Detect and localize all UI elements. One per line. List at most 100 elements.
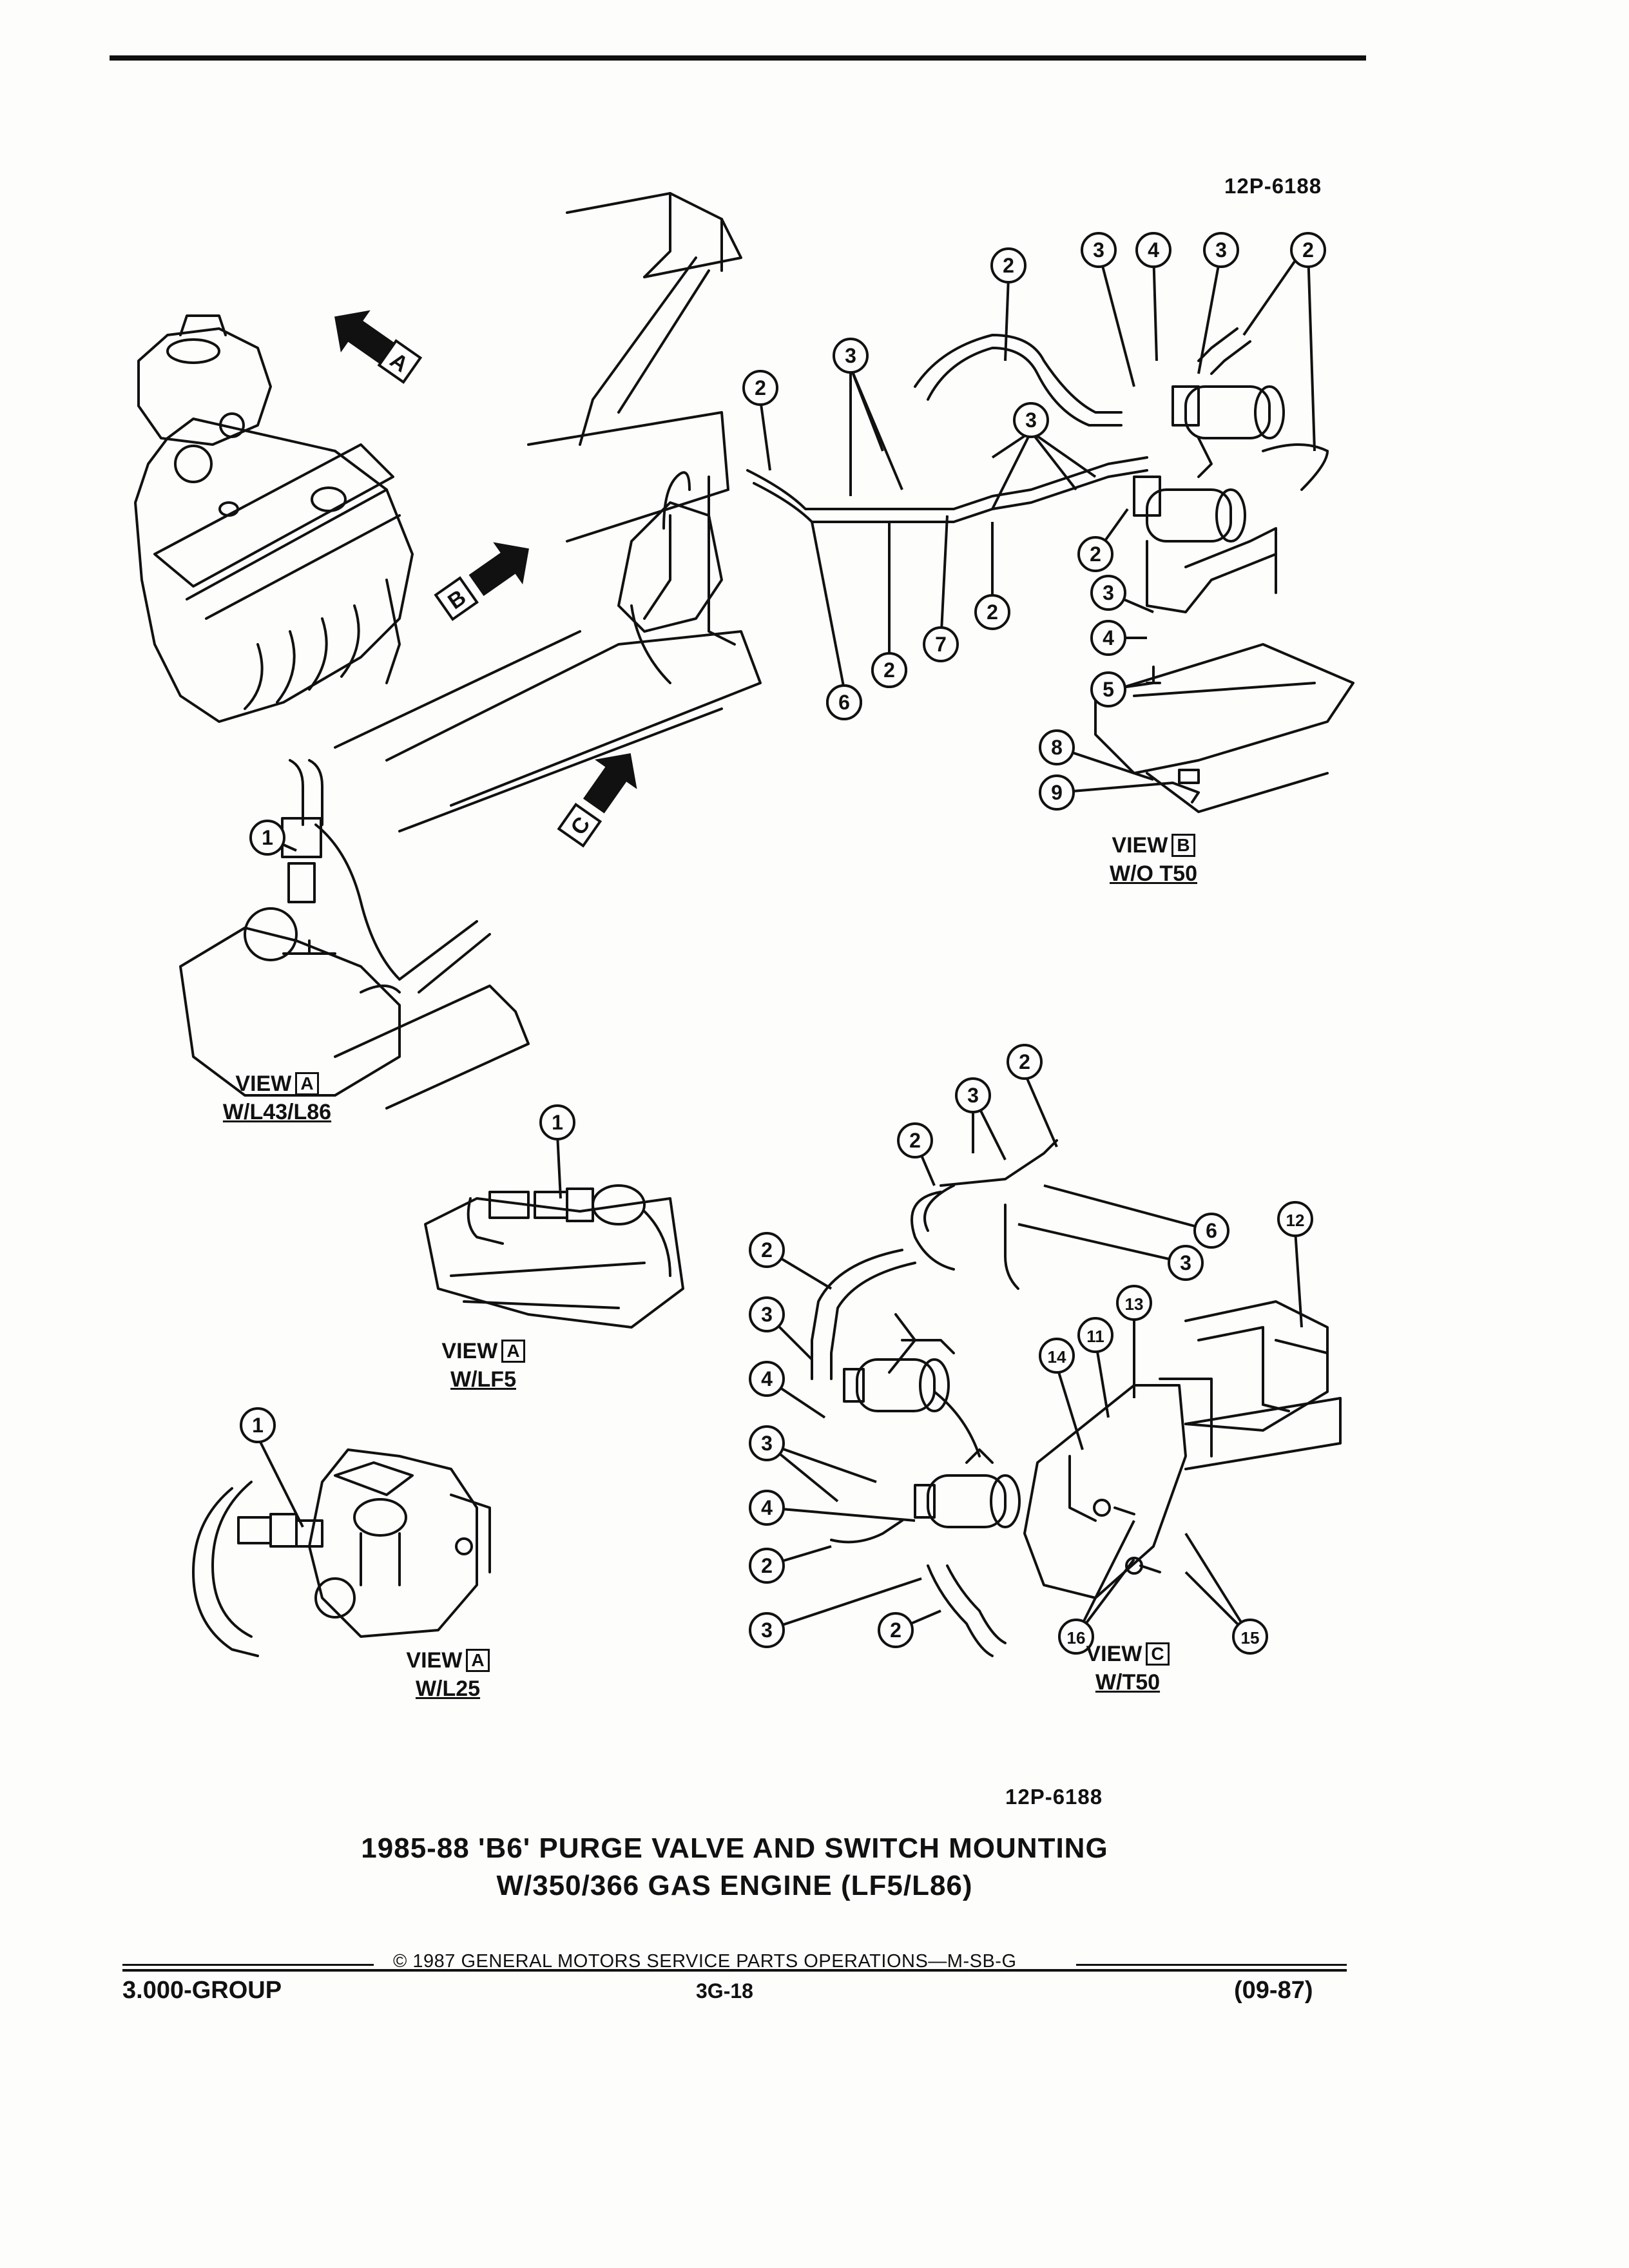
callout-v_c-3: 3: [749, 1425, 785, 1461]
view-a2-letter: A: [501, 1340, 525, 1363]
callout-number: 3: [967, 1084, 979, 1107]
callout-v_c-16: 16: [1058, 1619, 1094, 1655]
callout-number: 3: [1215, 238, 1227, 262]
callout-number: 7: [935, 633, 947, 656]
callout-v_b-2: 2: [990, 247, 1027, 284]
footer-rule: [122, 1969, 1347, 1972]
figure-number-bottom: 12P-6188: [1005, 1785, 1103, 1809]
callout-v_c-2: 2: [749, 1232, 785, 1268]
view-c-letter: C: [1146, 1642, 1170, 1666]
callout-number: 2: [987, 601, 998, 624]
view-a2-assembly: [424, 1184, 684, 1329]
callout-v_b-7: 7: [923, 626, 959, 662]
callout-v_c-2: 2: [878, 1612, 914, 1648]
callout-number: 3: [761, 1432, 773, 1455]
callout-number: 4: [761, 1367, 773, 1390]
caption-line-2: W/350/366 GAS ENGINE (LF5/L86): [496, 1870, 973, 1901]
callout-number: 3: [1093, 238, 1104, 262]
callout-number: 2: [1019, 1050, 1030, 1073]
callout-v_b-3: 3: [1090, 575, 1126, 611]
callout-number: 1: [262, 826, 273, 849]
callout-number: 3: [1180, 1251, 1191, 1274]
callout-v_b-4: 4: [1135, 232, 1171, 268]
view-a2-prefix: VIEW: [441, 1339, 498, 1363]
arrow-a: A: [334, 310, 423, 384]
view-c-assembly: [811, 1139, 1342, 1657]
arrow-c: C: [557, 753, 637, 848]
engine-drawing: [134, 314, 414, 723]
callout-number: 3: [761, 1619, 773, 1642]
figure-number-top: 12P-6188: [1224, 174, 1322, 198]
callout-v_b-2: 2: [1290, 232, 1326, 268]
callout-v_a-1: 1: [539, 1104, 575, 1140]
callout-number: 2: [1302, 238, 1314, 262]
callout-number: 1: [552, 1111, 563, 1134]
callout-v_a-1: 1: [249, 820, 285, 856]
callout-v_b-8: 8: [1039, 729, 1075, 765]
callout-v_b-3: 3: [1081, 232, 1117, 268]
view-a1-prefix: VIEW: [235, 1072, 292, 1096]
callout-v_c-15: 15: [1232, 1619, 1268, 1655]
callout-v_c-14: 14: [1039, 1338, 1075, 1374]
callout-v_c-13: 13: [1116, 1285, 1152, 1321]
view-b-prefix: VIEW: [1112, 833, 1168, 858]
callout-v_b-5: 5: [1090, 671, 1126, 707]
callout-number: 9: [1051, 781, 1063, 804]
callout-leaders: [256, 250, 1316, 1638]
callout-v_b-6: 6: [826, 684, 862, 720]
callout-v_b-3: 3: [833, 338, 869, 374]
callout-v_c-3: 3: [749, 1296, 785, 1332]
footer-rule-right: [1076, 1964, 1347, 1966]
callout-number: 4: [1103, 626, 1114, 649]
callout-v_b-3: 3: [1013, 402, 1049, 438]
callout-number: 6: [838, 691, 850, 714]
callout-number: 4: [761, 1496, 773, 1519]
callout-v_c-3: 3: [1168, 1245, 1204, 1281]
callout-number: 15: [1241, 1628, 1260, 1648]
callout-v_c-3: 3: [749, 1612, 785, 1648]
top-rule: [110, 55, 1366, 61]
callout-number: 14: [1048, 1347, 1066, 1367]
callout-number: 3: [1103, 581, 1114, 604]
callout-number: 6: [1206, 1219, 1217, 1242]
callout-v_c-3: 3: [955, 1077, 991, 1113]
callout-v_c-4: 4: [749, 1490, 785, 1526]
callout-v_c-2: 2: [749, 1548, 785, 1584]
callout-number: 13: [1125, 1294, 1144, 1314]
callout-v_b-9: 9: [1039, 774, 1075, 811]
callout-v_c-11: 11: [1077, 1317, 1113, 1353]
callout-v_b-2: 2: [871, 652, 907, 688]
view-a3-assembly: [192, 1448, 491, 1657]
callout-number: 2: [883, 658, 895, 682]
footer-copyright: © 1987 GENERAL MOTORS SERVICE PARTS OPER…: [393, 1951, 1017, 1972]
callout-number: 2: [909, 1129, 921, 1152]
view-a3-prefix: VIEW: [406, 1648, 463, 1673]
footer-group: 3.000-GROUP: [122, 1977, 282, 2004]
frame-drawing: [334, 192, 762, 832]
callout-number: 2: [761, 1554, 773, 1577]
callout-v_b-4: 4: [1090, 620, 1126, 656]
view-c-sub: W/T50: [1095, 1670, 1161, 1695]
callout-number: 8: [1051, 736, 1063, 759]
callout-bubbles: 2343223323458910117262111232612323111314…: [240, 232, 1326, 1655]
footer-page-number: 3G-18: [696, 1979, 753, 2003]
callout-number: 2: [761, 1238, 773, 1262]
callout-v_b-2: 2: [1077, 536, 1113, 572]
callout-v_c-12: 12: [1277, 1201, 1313, 1237]
callout-number: 2: [890, 1619, 901, 1642]
callout-v_b-2: 2: [974, 594, 1010, 630]
callout-number: 16: [1067, 1628, 1086, 1648]
callout-number: 2: [1090, 543, 1101, 566]
callout-number: 12: [1286, 1211, 1305, 1230]
callout-v_c-4: 4: [749, 1361, 785, 1397]
caption-line-1: 1985-88 'B6' PURGE VALVE AND SWITCH MOUN…: [361, 1832, 1108, 1864]
callout-v_b-2: 2: [742, 370, 778, 406]
callout-v_c-2: 2: [1007, 1044, 1043, 1080]
view-a1-assembly: [179, 759, 530, 1110]
callout-v_c-6: 6: [1193, 1213, 1229, 1249]
callout-number: 3: [761, 1303, 773, 1326]
callout-number: 11: [1086, 1327, 1104, 1346]
